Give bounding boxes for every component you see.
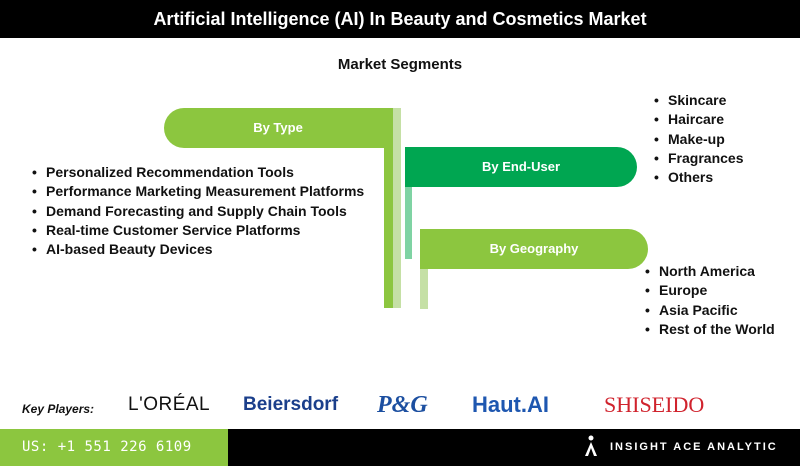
segment-by-geography: By Geography [420,229,648,269]
page-header: Artificial Intelligence (AI) In Beauty a… [0,0,800,38]
footer-brand-bar [228,429,800,466]
end-user-list: Skincare Haircare Make-up Fragrances Oth… [654,91,794,188]
segment-by-end-user: By End-User [405,147,637,187]
geography-connector-shade [420,229,428,309]
list-item: Performance Marketing Measurement Platfo… [32,182,372,202]
list-item: Others [654,168,794,188]
list-item: Personalized Recommendation Tools [32,163,372,183]
shiseido-logo: SHISEIDO [604,392,705,417]
geography-list: North America Europe Asia Pacific Rest o… [645,262,795,339]
pg-logo: P&G [377,392,428,418]
brand-name: INSIGHT ACE ANALYTIC [610,441,778,453]
list-item: Europe [645,281,795,301]
list-item: Make-up [654,130,794,150]
footer-contact-bar [0,429,228,466]
contact-phone: US: +1 551 226 6109 [22,439,192,455]
list-item: Rest of the World [645,320,795,340]
type-list: Personalized Recommendation Tools Perfor… [32,163,372,260]
haut-ai-logo: Haut.AI [472,392,549,417]
list-item: AI-based Beauty Devices [32,240,372,260]
type-connector-shade [393,108,401,308]
list-item: North America [645,262,795,282]
list-item: Demand Forecasting and Supply Chain Tool… [32,202,372,222]
insight-ace-logo-icon [585,435,597,456]
beiersdorf-logo: Beiersdorf [243,394,339,415]
list-item: Asia Pacific [645,301,795,321]
loreal-logo: L'ORÉAL [128,394,211,415]
segment-by-type: By Type [164,108,392,148]
key-players-label: Key Players: [22,402,95,416]
list-item: Skincare [654,91,794,111]
list-item: Haircare [654,110,794,130]
list-item: Real-time Customer Service Platforms [32,221,372,241]
section-title: Market Segments [337,56,463,73]
end-user-connector-shade [405,147,412,259]
type-connector-bar [384,108,393,308]
list-item: Fragrances [654,149,794,169]
